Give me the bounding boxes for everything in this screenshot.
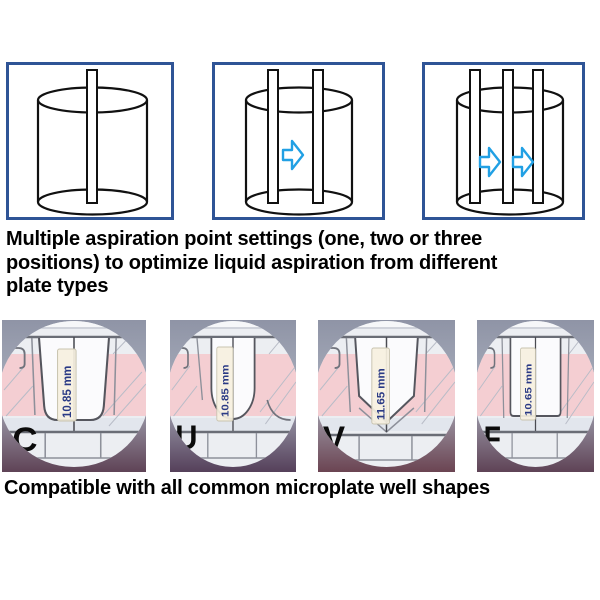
dimension-label-strip	[57, 348, 77, 422]
well-photo-v: 11.65 mm V	[318, 320, 455, 472]
dimension-label-strip	[371, 347, 390, 425]
well-cross-section-image: 10.65 mm F	[477, 320, 594, 472]
well-depth-label: 11.65 mm	[376, 368, 388, 420]
caption-line: positions) to optimize liquid aspiration…	[6, 251, 498, 274]
neighbor-well-edge	[477, 347, 496, 369]
well-shapes-caption: Compatible with all common microplate we…	[4, 477, 490, 499]
aspiration-tube	[532, 69, 544, 204]
aspiration-box-three-positions	[422, 62, 585, 220]
dimension-label-strip	[216, 346, 234, 422]
neighbor-well-edge	[318, 347, 341, 369]
well-photo-u: 10.85 mm U	[170, 320, 296, 472]
well-cylinder	[244, 86, 354, 216]
neighbor-well-edge	[266, 399, 291, 421]
well-cylinder-three-tubes-drawing	[422, 62, 585, 220]
neighbor-well-edge	[2, 347, 26, 369]
aspiration-box-one-position	[6, 62, 174, 220]
aspiration-tube	[469, 69, 481, 204]
well-cross-section-image: 10.85 mm C	[2, 320, 146, 472]
well-cylinder-two-tubes-drawing	[212, 62, 385, 220]
well-photo-c: 10.85 mm C	[2, 320, 146, 472]
aspiration-tube	[502, 69, 514, 204]
move-right-arrow-icon	[478, 146, 502, 178]
move-right-arrow-icon	[281, 139, 305, 171]
well-depth-label: 10.85 mm	[220, 364, 231, 417]
caption-line: plate types	[6, 275, 109, 297]
well-cylinder-one-tube-drawing	[6, 62, 174, 220]
well-depth-label: 10.65 mm	[523, 364, 534, 416]
aspiration-tube	[312, 69, 324, 204]
move-right-arrow-icon	[511, 146, 535, 178]
dimension-label-strip	[520, 347, 536, 421]
well-cross-section-image: 11.65 mm V	[318, 320, 455, 472]
well-photo-f: 10.65 mm F	[477, 320, 594, 472]
caption-line: Multiple aspiration point settings (one,…	[6, 228, 483, 250]
aspiration-tube	[267, 69, 279, 204]
aspiration-box-two-positions	[212, 62, 385, 220]
aspiration-tube	[86, 69, 98, 204]
aspiration-caption: Multiple aspiration point settings (one,…	[6, 228, 594, 299]
neighbor-well-edge	[170, 347, 189, 369]
diagram-border	[212, 62, 385, 220]
well-depth-label: 10.85 mm	[61, 366, 74, 418]
well-cross-section-image: 10.85 mm U	[170, 320, 296, 472]
